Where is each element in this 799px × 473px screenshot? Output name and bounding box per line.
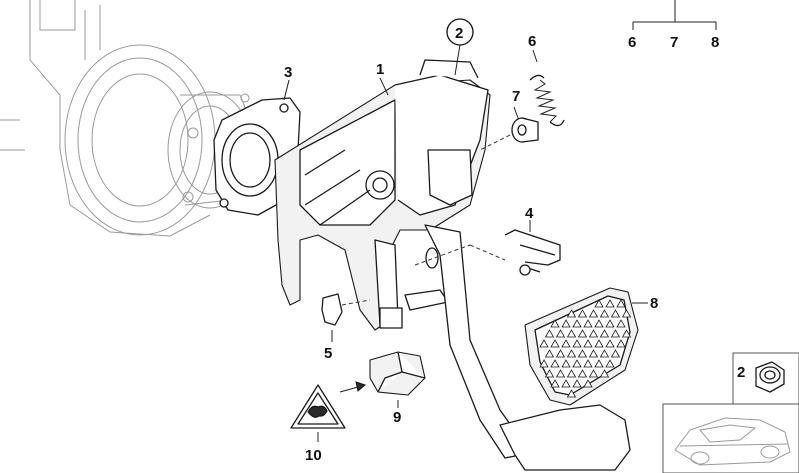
pad-texture-triangle	[583, 359, 593, 368]
pad-texture-triangle	[566, 349, 577, 358]
pad-texture-triangle	[577, 369, 588, 378]
pad-texture-triangle	[566, 329, 577, 338]
pad-texture	[539, 299, 632, 398]
pad-texture-triangle	[588, 309, 599, 318]
pad-texture-triangle	[572, 379, 582, 388]
pad-texture-triangle	[610, 349, 621, 358]
pad-texture-triangle	[577, 349, 588, 358]
pad-texture-triangle	[555, 349, 566, 358]
pad-texture-triangle	[594, 319, 604, 328]
switch-part-9	[339, 351, 426, 408]
callout-2-nut: 2	[737, 364, 745, 381]
pad-texture-triangle	[561, 319, 571, 328]
pad-texture-triangle	[616, 319, 626, 328]
callout-2-circled: 2	[455, 25, 463, 42]
pad-texture-triangle	[561, 339, 571, 348]
pad-texture-triangle	[610, 309, 621, 318]
nut-part-2	[732, 352, 799, 405]
pad-texture-triangle	[599, 309, 610, 318]
callout-7-bushing: 7	[512, 88, 520, 105]
pad-texture-triangle	[539, 339, 549, 348]
callout-9: 9	[393, 409, 401, 426]
car-silhouette	[662, 403, 799, 473]
pad-texture-triangle	[550, 359, 560, 368]
pad-texture-triangle	[561, 379, 571, 388]
pad-texture-triangle	[599, 349, 610, 358]
pad-texture-triangle	[550, 319, 560, 328]
pad-texture-triangle	[594, 299, 604, 308]
group-bracket	[632, 0, 717, 30]
pad-texture-triangle	[583, 379, 593, 388]
pad-texture-triangle	[539, 359, 549, 368]
warning-triangle-part-10	[290, 384, 346, 442]
pad-texture-triangle	[566, 389, 577, 398]
pad-texture-triangle	[577, 309, 588, 318]
callout-7-group: 7	[670, 34, 678, 51]
callout-5: 5	[324, 345, 332, 362]
pad-texture-triangle	[599, 329, 610, 338]
pad-texture-triangle	[610, 329, 621, 338]
pad-texture-triangle	[621, 329, 632, 338]
pedal-pad-part-8	[524, 287, 648, 406]
pad-texture-triangle	[594, 359, 604, 368]
callout-6-group: 6	[628, 34, 636, 51]
pad-texture-triangle	[544, 349, 555, 358]
pad-texture-triangle	[588, 369, 599, 378]
pad-texture-triangle	[583, 339, 593, 348]
pad-texture-triangle	[605, 339, 615, 348]
pad-texture-triangle	[594, 339, 604, 348]
pad-texture-triangle	[566, 309, 577, 318]
gasket-part-3	[213, 79, 301, 216]
pad-texture-triangle	[616, 339, 626, 348]
clip-part-5	[321, 293, 371, 342]
pad-texture-triangle	[555, 369, 566, 378]
callout-4: 4	[525, 205, 534, 222]
pad-texture-triangle	[583, 319, 593, 328]
pad-texture-triangle	[588, 329, 599, 338]
pedal-bracket-part-1	[274, 59, 491, 331]
callout-8-group: 8	[711, 34, 719, 51]
callout-6-spring: 6	[528, 33, 536, 50]
pad-texture-triangle	[544, 369, 555, 378]
brake-booster	[0, 0, 253, 237]
spring-and-bushing	[479, 49, 565, 151]
pad-texture-triangle	[605, 299, 615, 308]
pad-texture-triangle	[605, 359, 615, 368]
pad-texture-triangle	[621, 309, 632, 318]
pad-texture-triangle	[550, 339, 560, 348]
callout-3: 3	[284, 64, 292, 81]
callout-1: 1	[376, 61, 384, 78]
pad-texture-triangle	[566, 369, 577, 378]
pad-texture-triangle	[588, 349, 599, 358]
pad-texture-triangle	[555, 329, 566, 338]
pad-texture-triangle	[572, 339, 582, 348]
pad-texture-triangle	[550, 379, 560, 388]
clip-part-4	[469, 220, 561, 276]
pedal-arm	[414, 224, 631, 471]
pad-texture-triangle	[561, 359, 571, 368]
callout-8-pad: 8	[650, 295, 658, 312]
pad-texture-triangle	[605, 319, 615, 328]
pad-texture-triangle	[572, 359, 582, 368]
callout-10: 10	[305, 447, 322, 464]
pad-texture-triangle	[544, 329, 555, 338]
pad-texture-triangle	[577, 329, 588, 338]
pad-texture-triangle	[572, 319, 582, 328]
pad-texture-triangle	[599, 369, 610, 378]
pad-texture-triangle	[616, 299, 626, 308]
